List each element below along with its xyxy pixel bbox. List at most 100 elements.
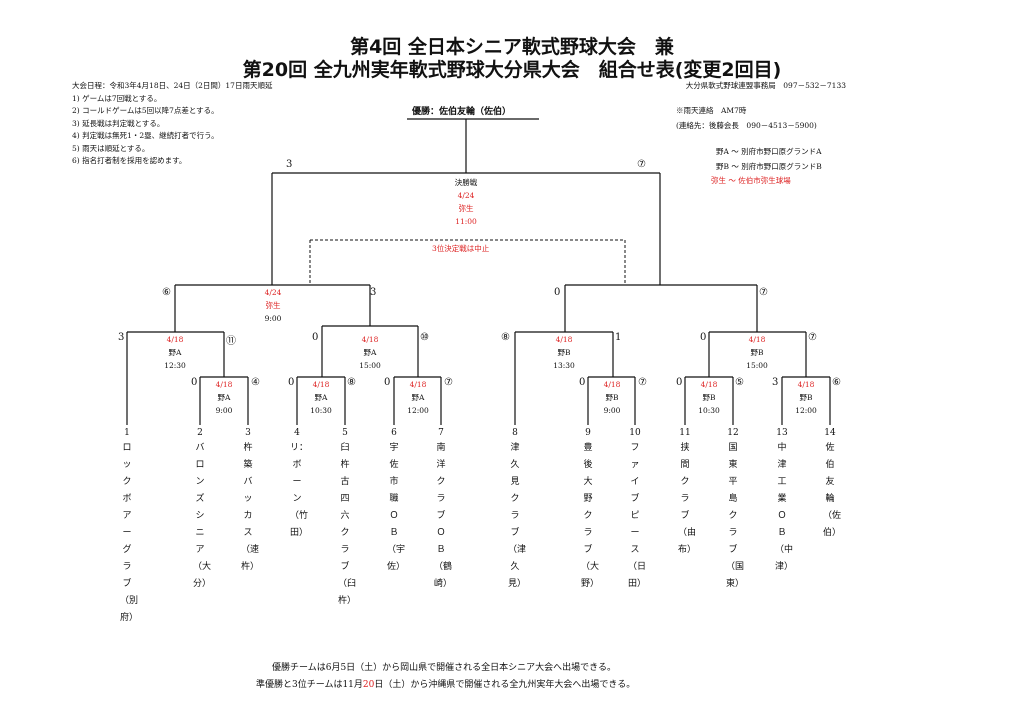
r1-e-date: 4/18 [700,380,718,389]
rule-3: 3) 延長戦は判定戦とする。 [72,118,165,128]
team-name: ファイブピース（日田） [628,443,647,589]
r2-a-info: 4/18 野A 12:30 [145,333,205,372]
final-venue: 弥生 [458,204,474,213]
semi-left-venue: 弥生 [265,301,281,310]
r2-b-info: 4/18 野A 15:00 [340,333,400,372]
r1-b-bracket [296,376,346,425]
r2-d-bracket [708,331,807,377]
r1-e-bracket [684,376,734,425]
final-score-left: 3 [286,159,293,170]
info-block: 大会日程：令和3年4月18日、24日（2日間）17日雨天順延 1) ゲームは7回… [72,80,272,168]
r2-b-venue: 野A [363,348,377,357]
title-line-2: 第20回 全九州実年軟式野球大分県大会 組合せ表(変更2回目) [242,59,782,81]
team-number: 11 [679,428,691,438]
footer-line-2: 準優勝と3位チームは11月20日（土）から沖縄県で開催される全九州実年大会へ出場… [256,677,635,690]
r1-b-time: 10:30 [310,406,332,415]
r2-c-bracket [514,331,614,425]
team-name: リ：ボーン（竹田） [290,443,309,538]
team-number: 5 [342,428,348,438]
team-number: 2 [197,428,203,438]
team-name: 国東平島クラブ（国東） [726,443,745,589]
r1-d-score-left: 0 [579,377,586,388]
r1-a-date: 4/18 [215,380,233,389]
r2-a-venue: 野A [168,348,182,357]
team-number: 14 [824,428,836,438]
r2-c-date: 4/18 [555,335,573,344]
semi-left-score-left: ⑥ [162,287,171,298]
r2-c-time: 13:30 [553,361,575,370]
r1-d-bracket [587,376,636,425]
r1-c-bracket [393,376,442,425]
r2-d-venue: 野B [750,348,764,357]
team-name: 津久見クラブ（津久見） [508,443,527,589]
rule-6: 6) 指名打者制を採用を認めます。 [72,156,187,165]
final-score-right: ⑦ [637,159,646,170]
r1-f-time: 12:00 [795,406,817,415]
r2-d-score-left: 0 [700,332,707,343]
r2-c-score-left: ⑧ [501,332,510,343]
r1-b-score-right: ⑧ [347,377,356,388]
r1-d-date: 4/18 [603,380,621,389]
contact-person: (連絡先：後藤会長 090－4513－5900) [676,121,817,130]
r1-f-score-right: ⑥ [832,377,841,388]
r2-b-bracket [321,325,419,377]
final-date: 4/24 [457,191,475,200]
r2-b-score-right: ⑩ [420,332,429,343]
tournament-date: 大会日程：令和3年4月18日、24日（2日間）17日雨天順延 [72,81,273,90]
r1-b-score-left: 0 [288,377,295,388]
r1-a-time: 9:00 [215,406,233,415]
team-name: ロックボアーグラブ（別府） [120,443,139,623]
team-name: 佐伯友輪（佐伯） [823,443,842,538]
r1-a-bracket [199,376,249,425]
r1-f-info: 4/18 野B 12:00 [786,378,826,417]
r1-e-info: 4/18 野B 10:30 [689,378,729,417]
r2-a-time: 12:30 [164,361,186,370]
r1-e-score-right: ⑤ [735,377,744,388]
r1-c-date: 4/18 [409,380,427,389]
ground-b: 野B ～ 別府市野口原グランドB [716,162,822,171]
team-number: 10 [629,428,641,438]
r1-a-score-right: ④ [251,377,260,388]
ground-yayoi: 弥生 ～ 佐伯市弥生球場 [711,176,791,185]
winner-label: 優勝：佐伯友輪（佐伯） [412,107,512,117]
team-name: バロンズシニア（大分） [193,443,212,589]
rule-5: 5) 雨天は順延とする。 [72,143,150,153]
team-column: 8 津久見クラブ（津久見） [508,426,527,593]
team-number: 4 [294,428,300,438]
team-number: 8 [512,428,518,438]
rule-1: 1) ゲームは7回戦とする。 [72,93,162,103]
r2-a-bracket [126,331,225,425]
r2-b-date: 4/18 [361,335,379,344]
semi-right-score-left: 0 [554,287,561,298]
r1-f-venue: 野B [799,393,813,402]
ground-a: 野A ～ 別府市野口原グランドA [716,147,822,156]
team-name: 挟間クラブ（由布） [678,443,697,555]
rain-notice: ※雨天連絡 AM7時 [676,106,747,115]
team-name: 杵築バッカス（速杵） [241,443,260,572]
final-time: 11:00 [455,217,477,226]
r2-c-info: 4/18 野B 13:30 [534,333,594,372]
r2-a-date: 4/18 [166,335,184,344]
team-name: 宇佐市職ＯＢ（宇佐） [387,443,406,572]
footer-line-1: 優勝チームは6月5日（土）から岡山県で開催される全日本シニア大会へ出場できる。 [272,663,617,673]
r2-a-score-left: 3 [118,332,125,343]
semi-left-info: 4/24 弥生 9:00 [243,286,303,325]
semi-right-score-right: ⑦ [759,287,768,298]
r2-a-score-right: ⑪ [226,336,236,347]
third-place-dashed [309,239,626,285]
final-label: 決勝戦 [454,178,478,187]
semi-left-score-right: 3 [370,287,377,298]
footer-line-2-pre: 準優勝と3位チームは11月 [256,680,363,690]
r2-d-info: 4/18 野B 15:00 [727,333,787,372]
final-bracket [271,172,661,285]
team-number: 6 [391,428,397,438]
r2-d-date: 4/18 [748,335,766,344]
r2-c-score-right: 1 [615,332,622,343]
r1-b-info: 4/18 野A 10:30 [301,378,341,417]
